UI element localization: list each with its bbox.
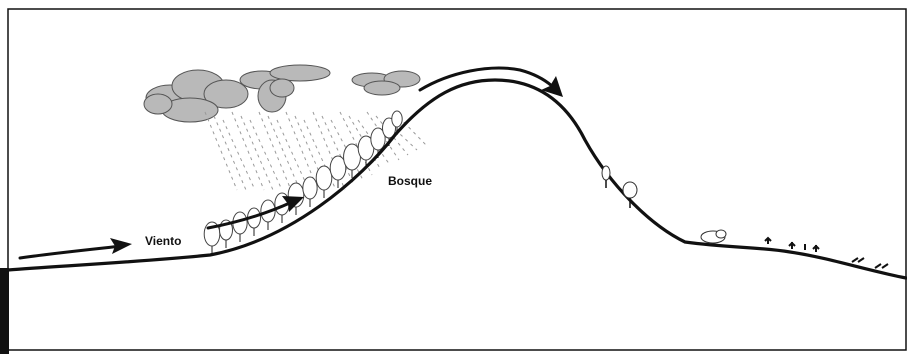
tree-crown: [303, 177, 317, 199]
diagram-frame: [8, 9, 906, 350]
tree-crown: [316, 166, 332, 190]
forest-label: Bosque: [388, 174, 432, 188]
wind-label: Viento: [145, 234, 181, 248]
tree-crown: [392, 111, 402, 127]
left-edge-bar: [0, 268, 9, 354]
